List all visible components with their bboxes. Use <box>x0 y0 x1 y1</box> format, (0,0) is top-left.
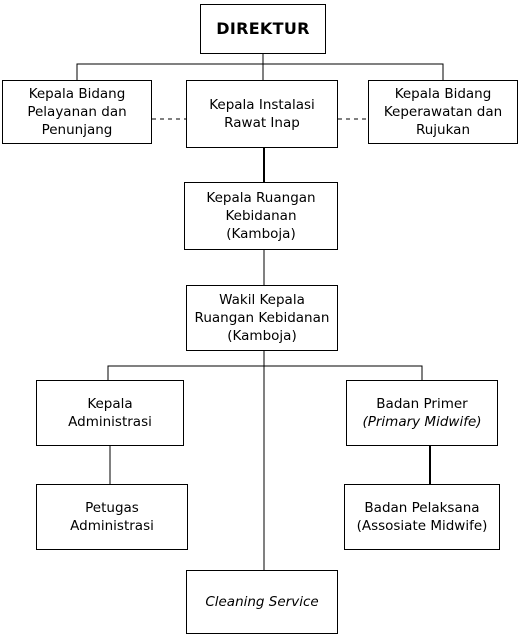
node-label-line: Kepala Bidang <box>394 86 492 102</box>
node-cleaning-service: Cleaning Service <box>186 570 338 634</box>
connector-wakil-ka-ruangan-to-badan-primer <box>264 365 423 380</box>
node-label-line: Kepala Ruangan <box>206 190 316 206</box>
node-label-line: (Kamboja) <box>227 328 297 344</box>
node-label-line: Ruangan Kebidanan <box>194 310 330 326</box>
node-label-line: DIREKTUR <box>216 19 310 38</box>
node-label-line: Kepala Bidang <box>28 86 126 102</box>
node-label-line: (Assosiate Midwife) <box>356 518 488 534</box>
node-label-line: Petugas <box>85 500 139 516</box>
node-label-line: Badan Pelaksana <box>364 500 480 516</box>
node-label-line: Penunjang <box>41 122 113 138</box>
node-label-line: Cleaning Service <box>205 594 319 610</box>
node-label-line: (Kamboja) <box>226 226 296 242</box>
node-badan-primer: Badan Primer (Primary Midwife) <box>346 380 498 446</box>
node-label-line: Keperawatan dan <box>383 104 503 120</box>
node-badan-pelaksana: Badan Pelaksana (Assosiate Midwife) <box>344 484 500 550</box>
node-label-line: Rawat Inap <box>224 115 300 131</box>
node-label-line: Administrasi <box>68 414 152 430</box>
node-label-line: Wakil Kepala <box>219 292 305 308</box>
connector-wakil-ka-ruangan-to-ka-administrasi <box>107 351 265 380</box>
node-label-line: Administrasi <box>70 518 154 534</box>
connector-direktur-to-kabid-pelayanan <box>76 54 264 80</box>
node-label-line: Pelayanan dan <box>27 104 127 120</box>
node-label-line: Kepala Instalasi <box>209 97 315 113</box>
node-direktur: DIREKTUR <box>200 4 326 54</box>
node-label-line: Rujukan <box>415 122 471 138</box>
node-label-line: Badan Primer <box>376 396 468 412</box>
node-label-line: Kebidanan <box>225 208 297 224</box>
node-label-line: (Primary Midwife) <box>362 414 482 430</box>
node-label-line: Kepala <box>87 396 133 412</box>
connector-direktur-to-kabid-keperawatan <box>263 63 444 80</box>
